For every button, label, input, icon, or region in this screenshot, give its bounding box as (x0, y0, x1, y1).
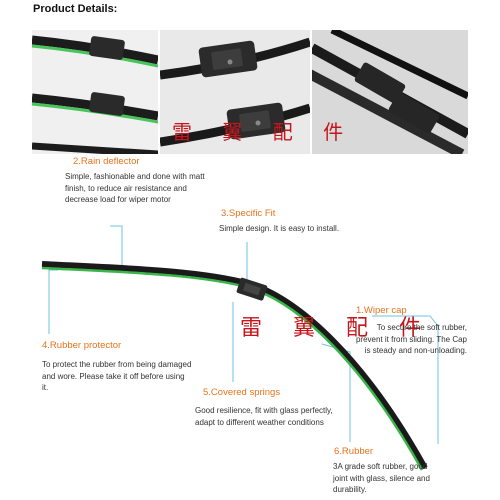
wiper-blade-diagram (41, 225, 439, 471)
callout-text-rubber-protector: To protect the rubber from being damaged… (42, 360, 192, 392)
watermark-top: 雷 翼 配 件 (172, 120, 356, 144)
callout-text-specific-fit: Simple design. It is easy to install. (219, 224, 340, 233)
callout-text-covered-springs: Good resilience, fit with glass perfectl… (195, 406, 333, 427)
leader-rubber-protector (48, 269, 58, 334)
leader-rubber (321, 343, 351, 442)
watermark-middle: 雷 翼 配 件 (240, 316, 433, 341)
callout-text-rubber: 3A grade soft rubber, good joint with gl… (333, 462, 430, 494)
product-photo-center (160, 30, 310, 154)
leader-rain-deflector (110, 225, 123, 266)
callout-title-rain-deflector: 2.Rain deflector (73, 156, 140, 167)
callout-title-wiper-cap: 1.Wiper cap (356, 305, 407, 316)
product-photo-right (312, 30, 468, 154)
wiper-cap-connector (236, 277, 268, 301)
product-photo-left (32, 30, 158, 154)
callout-title-rubber: 6.Rubber (334, 446, 374, 457)
callout-title-rubber-protector: 4.Rubber protector (42, 340, 122, 351)
callout-text-wiper-cap: To secure the soft rubber, prevent it fr… (355, 323, 467, 355)
callout-title-covered-springs: 5.Covered springs (203, 387, 281, 398)
callout-title-specific-fit: 3.Specific Fit (221, 208, 276, 219)
product-details-heading: Product Details: (33, 3, 118, 15)
callout-text-rain-deflector: Simple, fashionable and done with matt f… (65, 172, 205, 204)
leader-wiper-cap (372, 315, 439, 444)
